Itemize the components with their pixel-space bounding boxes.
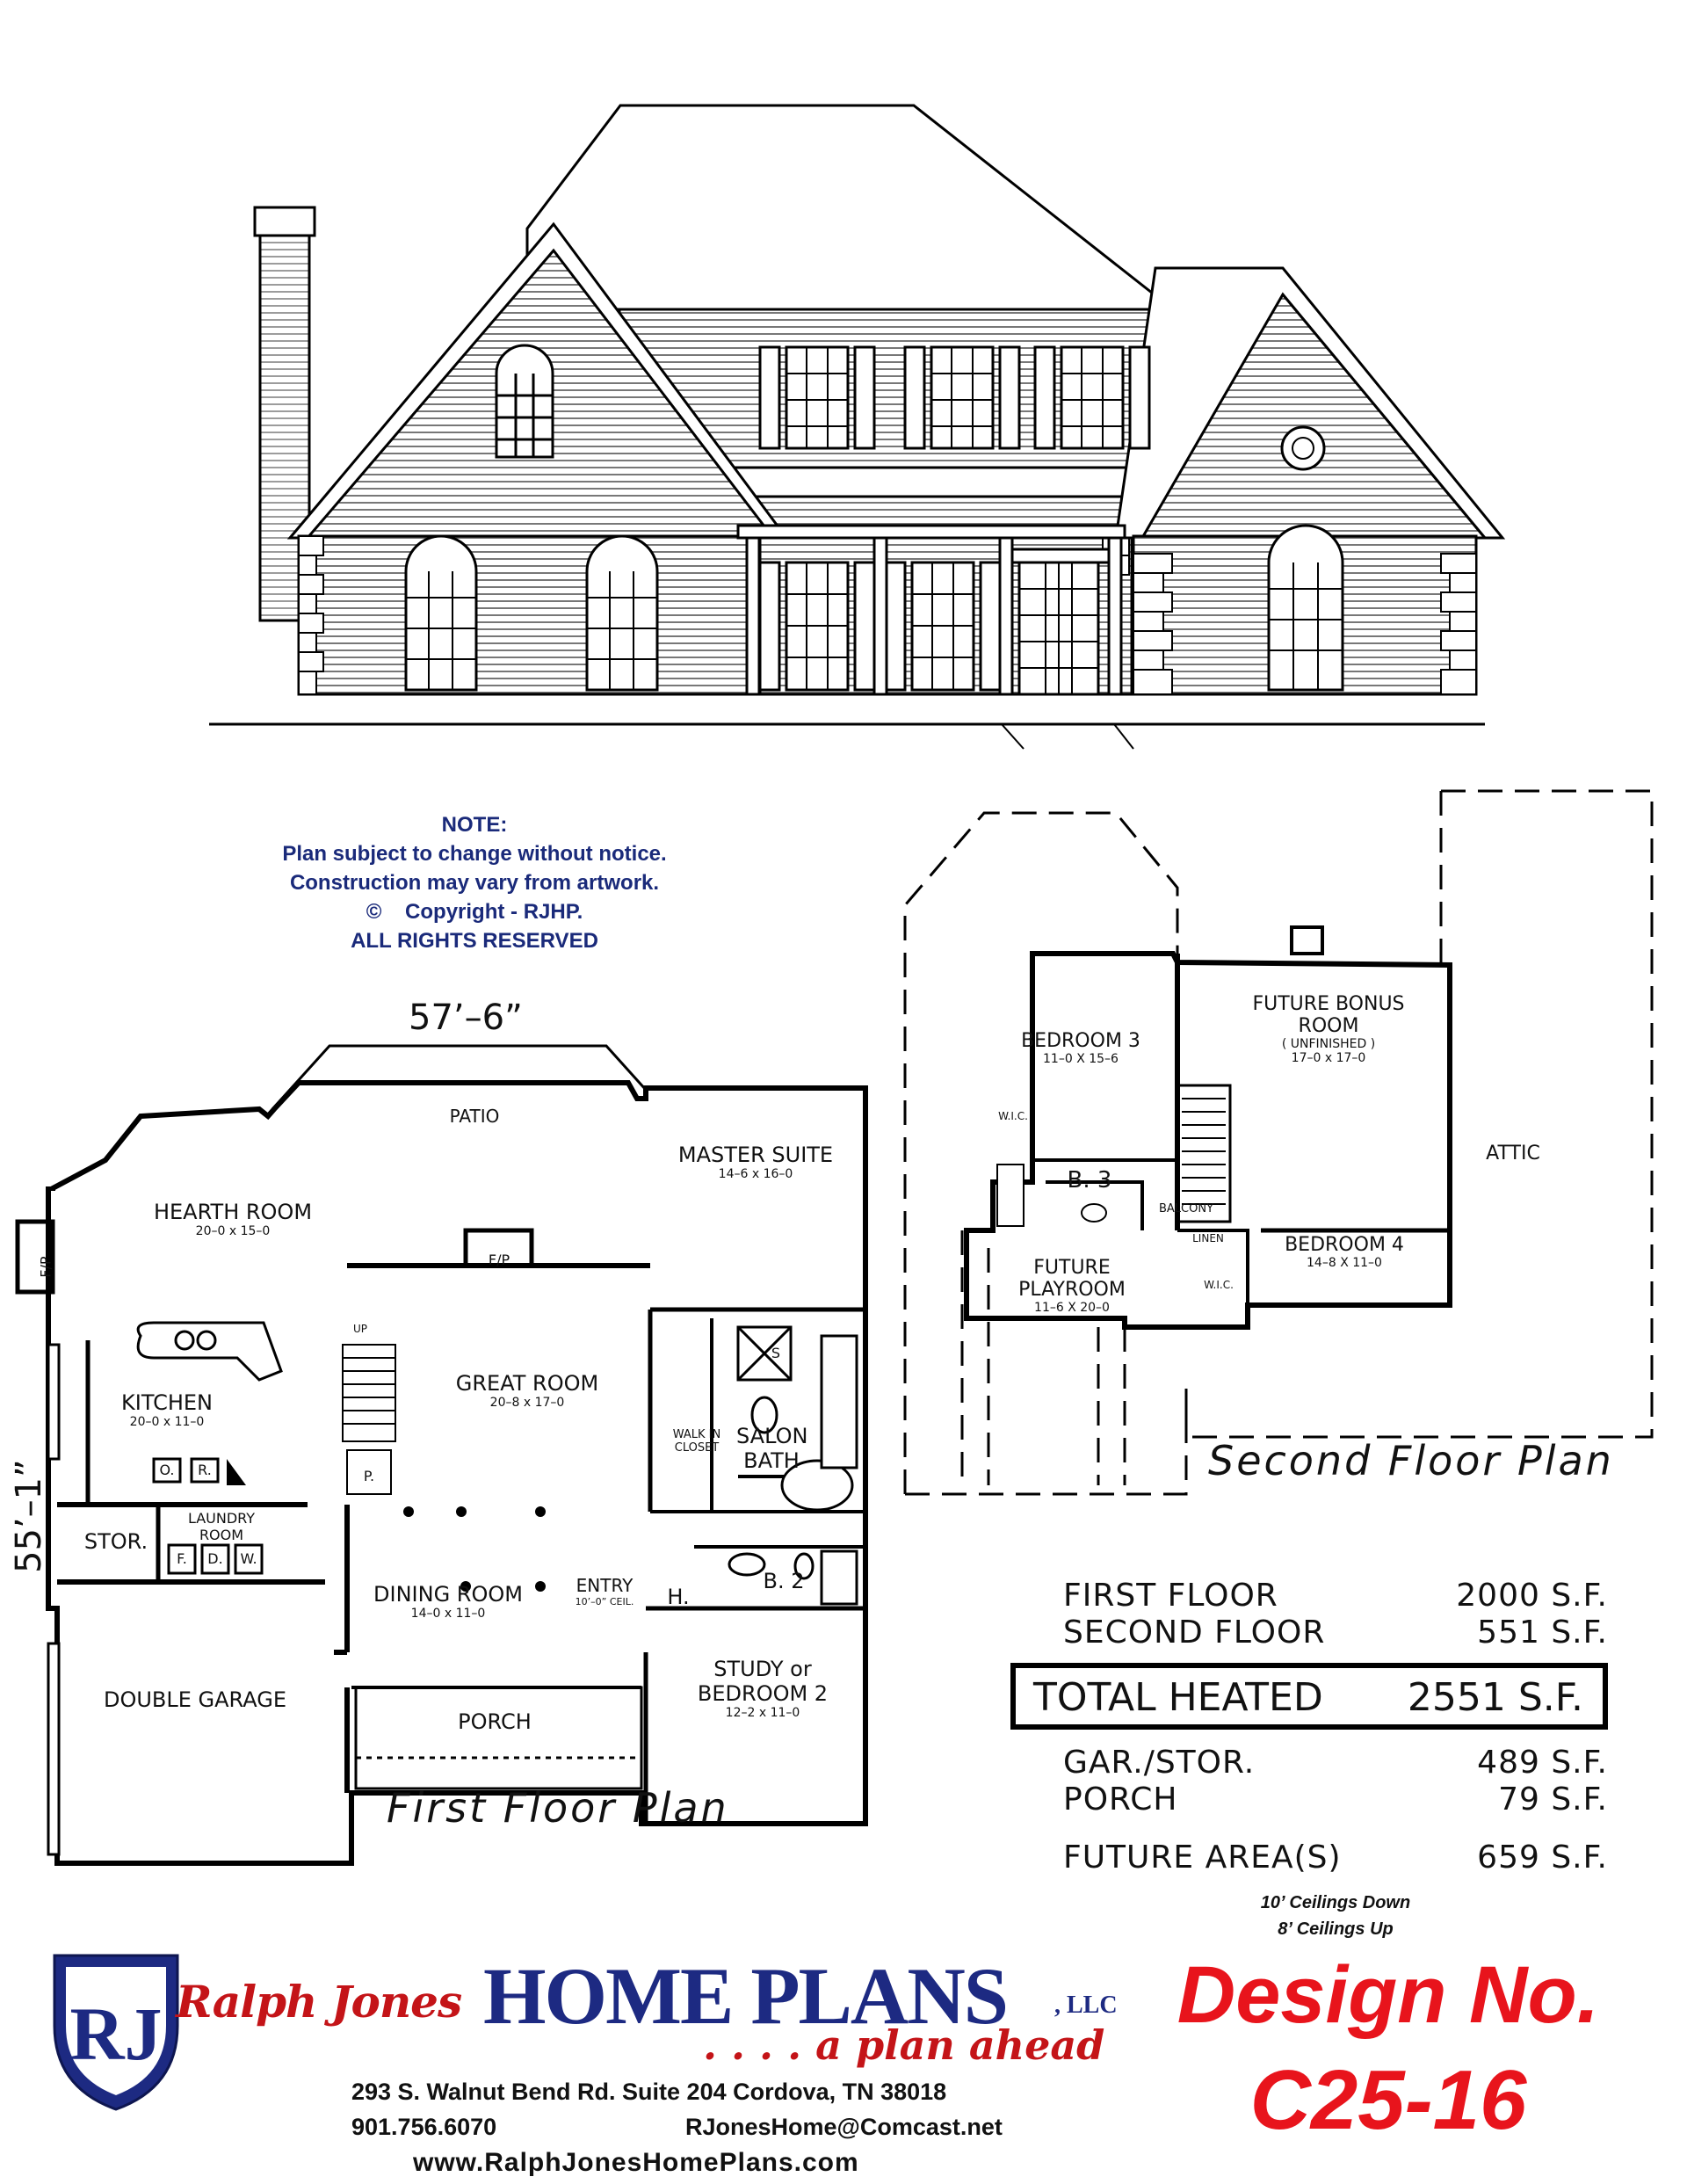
- washer-label: W.: [240, 1550, 257, 1567]
- brand-script: Ralph Jones: [176, 1976, 462, 2028]
- rj-shield-logo: RJ: [53, 1954, 179, 2111]
- area-row-garage: GAR./STOR.489 S.F.: [1063, 1745, 1608, 1781]
- room-attic: ATTIC: [1486, 1143, 1540, 1165]
- width-dimension: 57’–6”: [409, 998, 523, 1038]
- email[interactable]: RJonesHome@Comcast.net: [685, 2114, 1003, 2140]
- room-patio: PATIO: [449, 1106, 500, 1127]
- ceiling-heights: 10’ Ceilings Down 8’ Ceilings Up: [1260, 1893, 1411, 1939]
- brand-header: Ralph Jones HOME PLANS , LLC: [176, 1949, 1142, 2041]
- room-porch: PORCH: [458, 1709, 532, 1734]
- refrigerator-label: R.: [198, 1462, 212, 1478]
- area-row-future: FUTURE AREA(S)659 S.F.: [1063, 1839, 1608, 1876]
- note-title: NOTE:: [441, 813, 508, 837]
- first-floor-caption: First Floor Plan: [387, 1784, 729, 1832]
- room-double-garage: DOUBLE GARAGE: [103, 1687, 287, 1712]
- dryer-label: D.: [207, 1550, 223, 1567]
- website[interactable]: www.RalphJonesHomePlans.com: [413, 2148, 859, 2177]
- brand-name: HOME PLANS: [483, 1951, 1009, 2041]
- design-number-block: Design No. C25-16: [1142, 1951, 1634, 2153]
- brand-tagline: . . . . a plan ahead: [703, 2021, 1105, 2069]
- stair-up-label: UP: [352, 1323, 368, 1335]
- shower-label: S: [771, 1345, 781, 1361]
- room-balcony: BALCONY: [1158, 1202, 1214, 1215]
- design-number: C25-16: [1249, 2053, 1527, 2147]
- room-bonus: FUTURE BONUS ROOM( UNFINISHED )17–0 x 17…: [1252, 993, 1405, 1065]
- room-hall: H.: [667, 1585, 690, 1609]
- copyright-icon: ©: [366, 900, 382, 924]
- plan-note: NOTE: Plan subject to change without not…: [228, 810, 720, 955]
- room-fp-center: F/P: [488, 1252, 510, 1268]
- room-walk-in-closet: WALK IN CLOSET: [672, 1428, 721, 1455]
- room-bath-2: B. 2: [763, 1569, 805, 1593]
- room-wic-2: W.I.C.: [1204, 1279, 1234, 1291]
- room-laundry: LAUNDRY ROOM: [187, 1510, 256, 1543]
- room-wic-1: W.I.C.: [998, 1110, 1028, 1122]
- room-storage: STOR.: [83, 1529, 148, 1554]
- note-line-3: © Copyright - RJHP.: [366, 900, 583, 924]
- pantry-label: P.: [363, 1468, 375, 1484]
- second-floor-caption: Second Floor Plan: [1208, 1437, 1614, 1484]
- design-label: Design No.: [1177, 1950, 1600, 2040]
- note-line-2: Construction may vary from artwork.: [289, 871, 660, 895]
- room-linen: LINEN: [1192, 1232, 1224, 1244]
- address: 293 S. Walnut Bend Rd. Suite 204 Cordova…: [351, 2079, 947, 2105]
- note-line-1: Plan subject to change without notice.: [282, 842, 667, 866]
- room-bath-3: B. 3: [1067, 1167, 1112, 1194]
- brand-suffix: , LLC: [1054, 1992, 1118, 2019]
- room-fp-left: F/P: [37, 1256, 54, 1278]
- oven-label: O.: [159, 1462, 175, 1478]
- phone: 901.756.6070: [351, 2114, 497, 2140]
- depth-dimension: 55’–1”: [9, 1459, 49, 1573]
- freezer-label: F.: [177, 1550, 187, 1567]
- note-line-4: ALL RIGHTS RESERVED: [351, 929, 598, 953]
- logo-letters: RJ: [69, 1992, 162, 2076]
- room-salon-bath: SALON BATH: [736, 1424, 808, 1473]
